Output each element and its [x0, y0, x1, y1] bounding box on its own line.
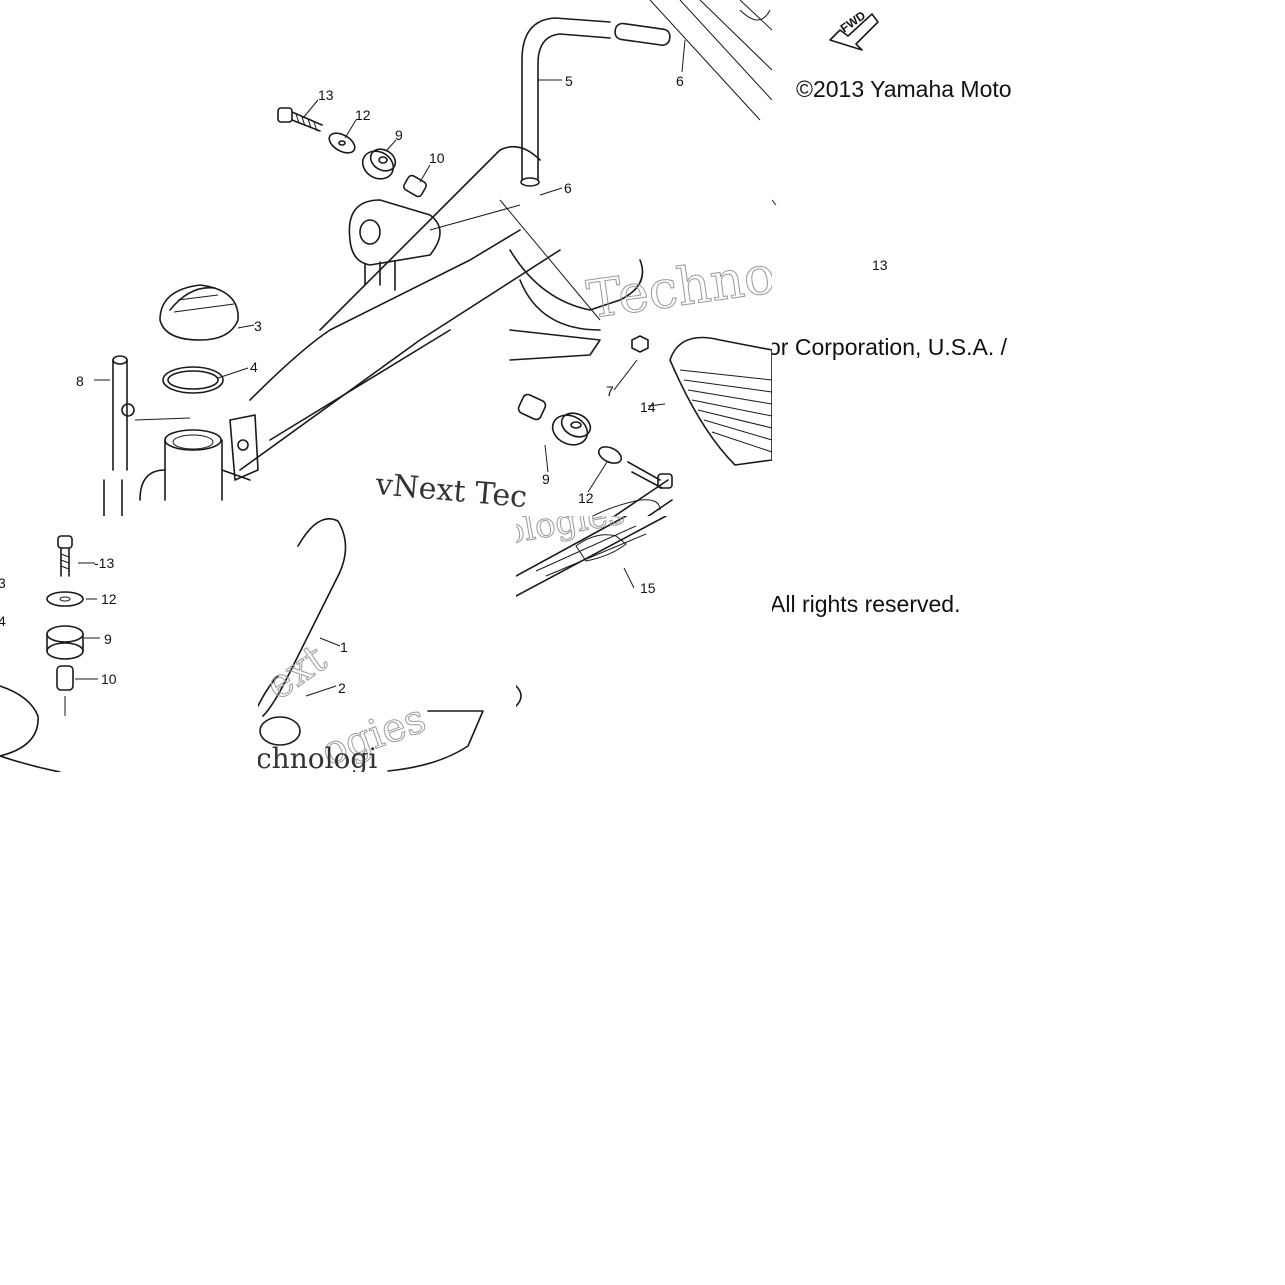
callout-13: 13 [318, 87, 334, 103]
callout-6: 6 [564, 180, 572, 196]
callout-9-left: 9 [104, 631, 112, 647]
callout-7: 7 [606, 383, 614, 399]
part-tube [521, 17, 611, 181]
diagram-tile-lower-left: -13 12 9 10 3 4 [0, 516, 258, 772]
part-filler-cap-3 [159, 284, 239, 341]
diagram-tile-right: FWD 13 ©2013 Yamaha Moto or Corporation,… [772, 0, 1030, 772]
part-nut-7 [631, 335, 649, 353]
callout-1: 1 [340, 639, 348, 655]
copyright-line-1: ©2013 Yamaha Moto [796, 76, 1012, 102]
callout-5: 5 [565, 73, 573, 89]
part-bracket [348, 199, 441, 266]
exploded-view-main: 13 12 9 10 5 6 6 3 4 8 7 14 9 12 vNext T… [76, 0, 772, 516]
callout-9: 9 [395, 127, 403, 143]
part-gasket-4 [162, 366, 224, 394]
part-grommet-9-left [46, 625, 84, 660]
callout-13-left: -13 [94, 555, 114, 571]
callout-10-left: 10 [101, 671, 117, 687]
exploded-view-lower-right: 15 ologies [516, 516, 667, 707]
watermark-f: ologies [516, 516, 628, 553]
callout-8: 8 [76, 373, 84, 389]
copyright-line-3: All rights reserved. [772, 591, 961, 617]
callout-4-left: 4 [0, 613, 6, 629]
part-tank-1 [262, 518, 347, 717]
diagram-tile-lower-right: 15 ologies [516, 516, 774, 772]
watermark-b: Techno [583, 245, 772, 331]
frame-tube-upper [319, 145, 541, 331]
callout-10: 10 [429, 150, 445, 166]
diagram-tile-main: 13 12 9 10 5 6 6 3 4 8 7 14 9 12 vNext T… [0, 0, 772, 516]
part-footrest-14 [669, 336, 772, 466]
callout-3: 3 [254, 318, 262, 334]
callout-14: 14 [640, 399, 656, 415]
part-collar-10 [403, 174, 427, 198]
part-washer-12 [328, 132, 356, 154]
part-breather-8 [103, 355, 191, 516]
callout-13-right: 13 [872, 257, 888, 273]
callout-3-left: 3 [0, 575, 6, 591]
watermark-a: vNext Tec [373, 467, 528, 515]
exploded-view-lower-left: -13 12 9 10 3 4 [0, 535, 117, 772]
exploded-view-lower-middle: 1 2 ext ogies chnologi [258, 518, 484, 772]
callout-12-lower: 12 [578, 490, 594, 506]
exploded-view-right: FWD 13 [772, 8, 888, 273]
callout-15: 15 [640, 580, 656, 596]
part-cap-2 [259, 716, 301, 746]
callout-9-lower: 9 [542, 471, 550, 487]
fwd-arrow-icon: FWD [829, 8, 879, 51]
diagram-tile-lower-middle: 1 2 ext ogies chnologi [258, 516, 516, 772]
copyright-line-2: or Corporation, U.S.A. / [772, 334, 1008, 360]
part-grommet-9 [361, 148, 397, 180]
callout-4: 4 [250, 359, 258, 375]
part-bolt-13 [277, 107, 323, 132]
part-grip [614, 22, 671, 46]
part-decal-15 [592, 479, 673, 516]
part-grommet-9-lower [551, 412, 592, 446]
watermark-d: ext [258, 636, 335, 709]
callout-12-left: 12 [101, 591, 117, 607]
callout-6-top: 6 [676, 73, 684, 89]
watermark-c: chnologi [258, 742, 377, 772]
callout-2: 2 [338, 680, 346, 696]
callout-12: 12 [355, 107, 371, 123]
